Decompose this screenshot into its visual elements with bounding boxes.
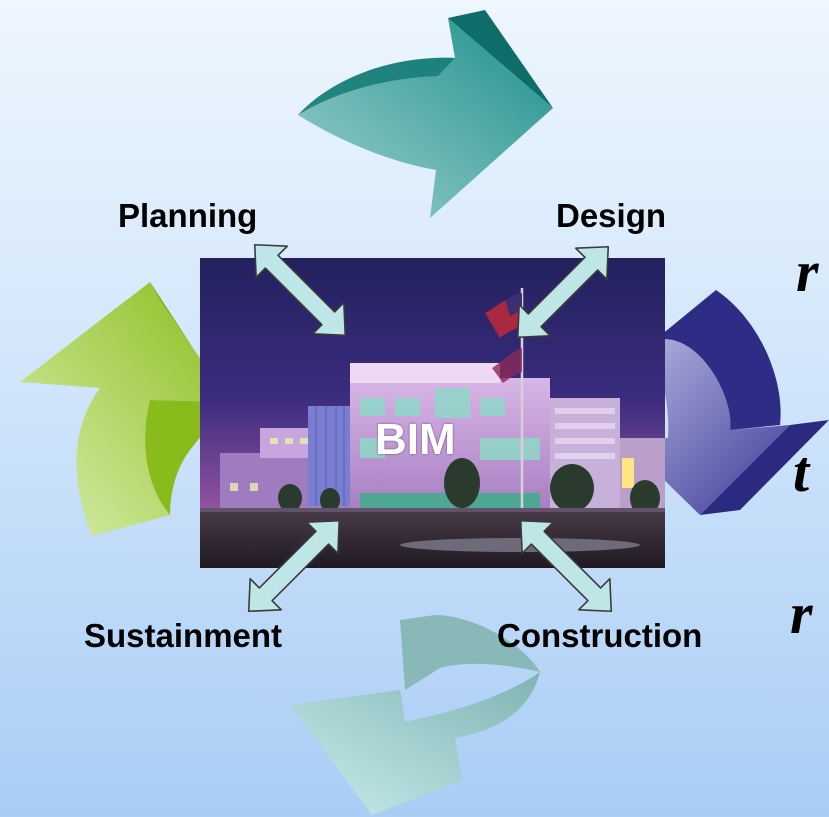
side-text-2: t xyxy=(793,439,810,504)
cycle-arrow-left xyxy=(20,282,230,536)
connector-arrow-planning xyxy=(253,243,347,337)
phase-construction-label: Construction xyxy=(497,617,703,654)
cycle-arrow-top xyxy=(298,10,553,218)
cycle-arrow-bottom xyxy=(290,615,540,815)
connector-arrow-sustainment xyxy=(247,519,341,613)
phase-sustainment-label: Sustainment xyxy=(84,617,283,654)
building-photo xyxy=(200,258,665,568)
phase-design-label: Design xyxy=(556,197,667,234)
side-text-1: r xyxy=(796,239,819,304)
bim-label: BIM xyxy=(375,415,456,464)
phase-planning-label: Planning xyxy=(118,197,258,234)
connector-arrow-design xyxy=(516,245,610,339)
connector-arrow-construction xyxy=(519,519,613,613)
side-text-3: r xyxy=(790,581,813,646)
